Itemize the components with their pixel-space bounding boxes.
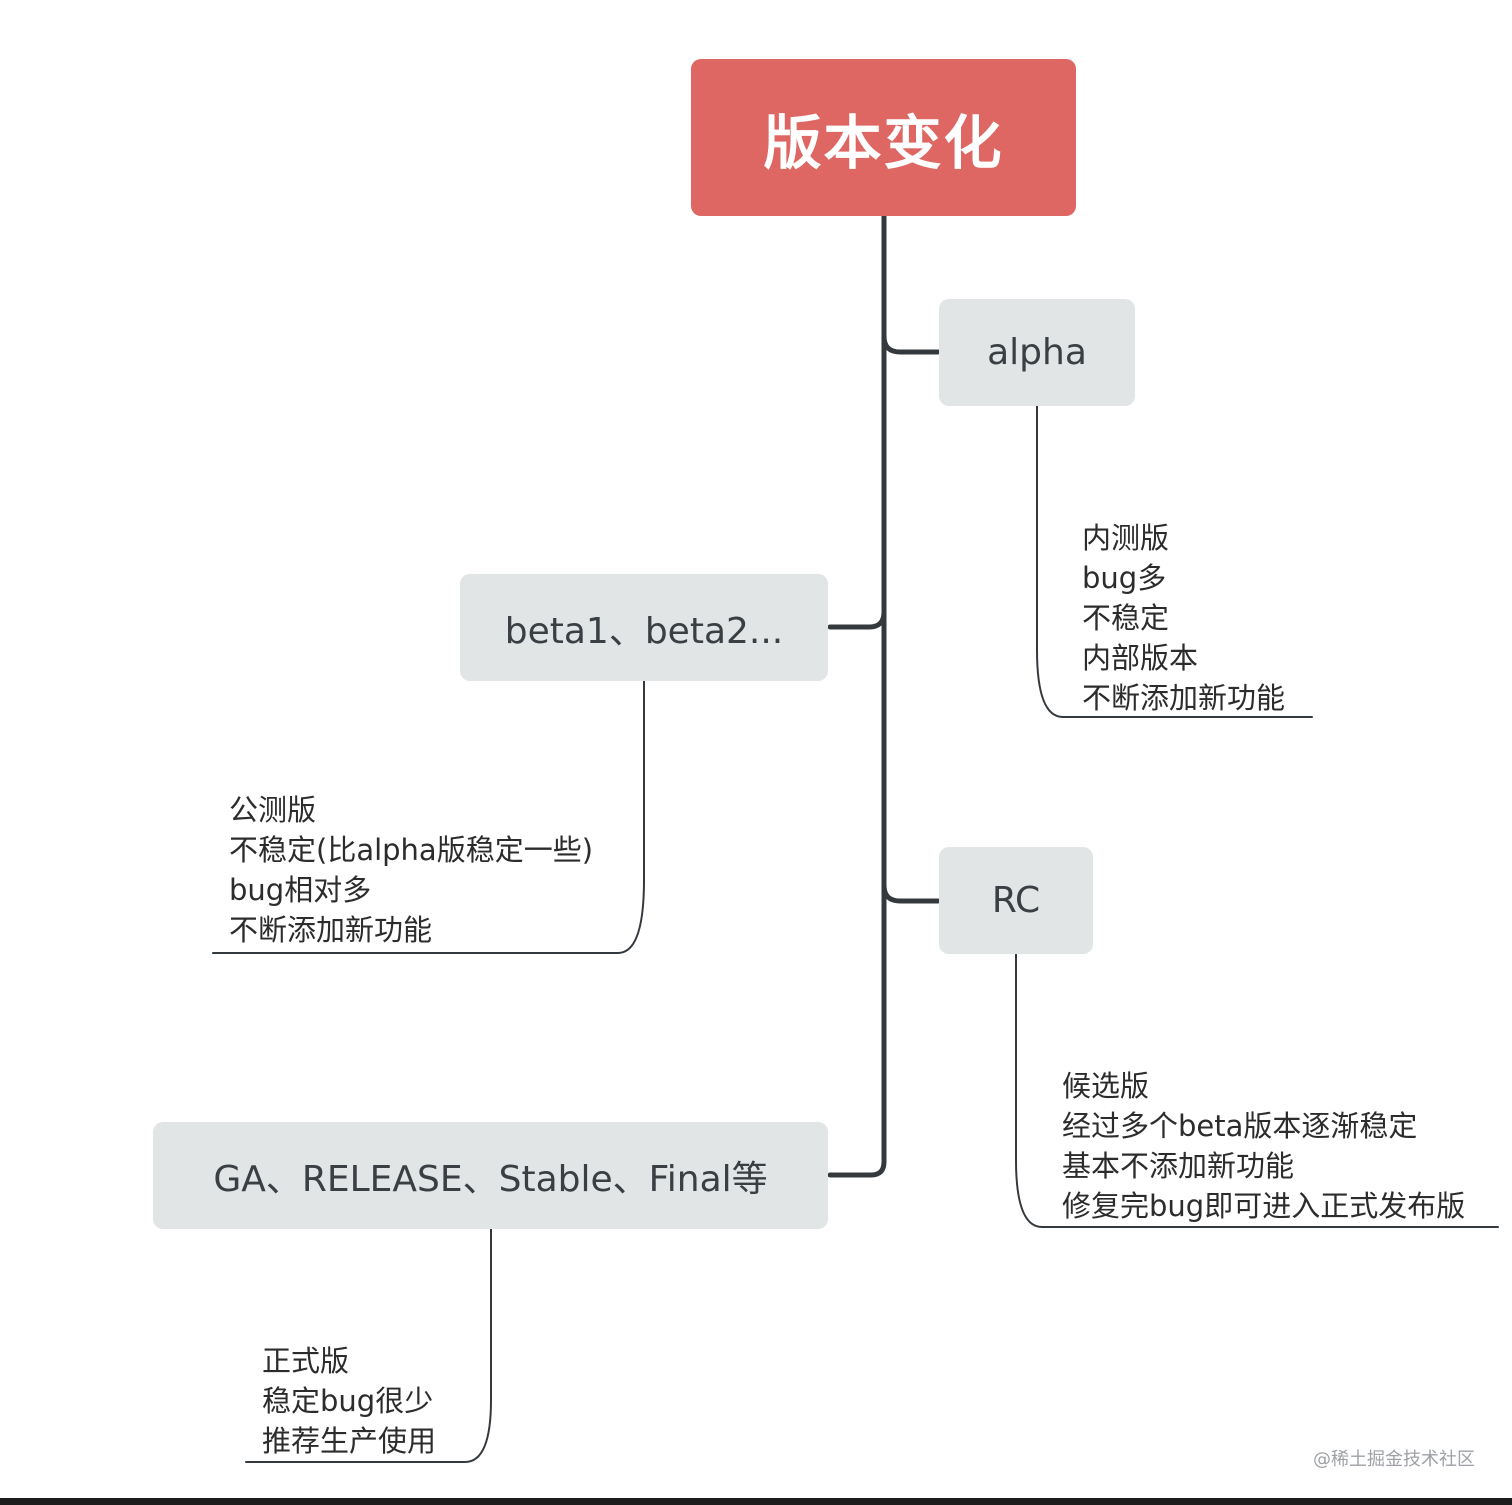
- connector-rc: [881, 882, 941, 904]
- note-line-ga: [245, 1228, 492, 1463]
- note-line-alpha: [1036, 405, 1313, 718]
- note-alpha: 内测版 bug多 不稳定 内部版本 不断添加新功能: [1082, 518, 1285, 718]
- note-line: 不稳定(比alpha版稳定一些): [229, 833, 594, 867]
- note-rc: 候选版 经过多个beta版本逐渐稳定 基本不添加新功能 修复完bug即可进入正式…: [1062, 1066, 1465, 1226]
- branch-label: alpha: [987, 332, 1087, 373]
- note-line: 内测版: [1082, 521, 1170, 555]
- note-beta: 公测版 不稳定(比alpha版稳定一些) bug相对多 不断添加新功能: [229, 790, 593, 950]
- note-line-rc: [1015, 953, 1499, 1228]
- root-node[interactable]: 版本变化: [691, 59, 1076, 216]
- note-line: 推荐生产使用: [262, 1424, 437, 1458]
- note-line: 不断添加新功能: [1082, 681, 1286, 715]
- note-ga: 正式版 稳定bug很少 推荐生产使用: [262, 1341, 436, 1461]
- note-line-beta: [212, 680, 645, 954]
- note-line: 候选版: [1062, 1069, 1150, 1103]
- branch-label: beta1、beta2...: [504, 610, 784, 652]
- note-line: 修复完bug即可进入正式发布版: [1062, 1189, 1466, 1223]
- note-line: 正式版: [262, 1344, 350, 1378]
- branch-node-beta[interactable]: beta1、beta2...: [460, 574, 828, 681]
- note-line: 基本不添加新功能: [1062, 1149, 1295, 1183]
- watermark: @稀土掘金技术社区: [1313, 1449, 1475, 1470]
- note-line: bug相对多: [229, 873, 372, 907]
- connector-alpha: [881, 333, 941, 355]
- branch-node-ga[interactable]: GA、RELEASE、Stable、Final等: [153, 1122, 828, 1229]
- note-line: bug多: [1082, 561, 1167, 595]
- branch-label: RC: [991, 880, 1041, 921]
- branch-node-rc[interactable]: RC: [939, 847, 1093, 954]
- note-line: 稳定bug很少: [262, 1384, 434, 1418]
- branch-label: GA、RELEASE、Stable、Final等: [213, 1158, 768, 1200]
- connector-beta: [827, 609, 887, 630]
- trunk-line: [827, 213, 887, 1178]
- note-line: 不断添加新功能: [229, 913, 433, 947]
- root-label: 版本变化: [763, 108, 1004, 177]
- bottom-edge: [0, 1498, 1512, 1505]
- note-line: 内部版本: [1082, 641, 1199, 675]
- note-line: 不稳定: [1082, 601, 1170, 635]
- note-line: 经过多个beta版本逐渐稳定: [1062, 1109, 1418, 1143]
- branch-node-alpha[interactable]: alpha: [939, 299, 1135, 406]
- note-line: 公测版: [229, 793, 317, 827]
